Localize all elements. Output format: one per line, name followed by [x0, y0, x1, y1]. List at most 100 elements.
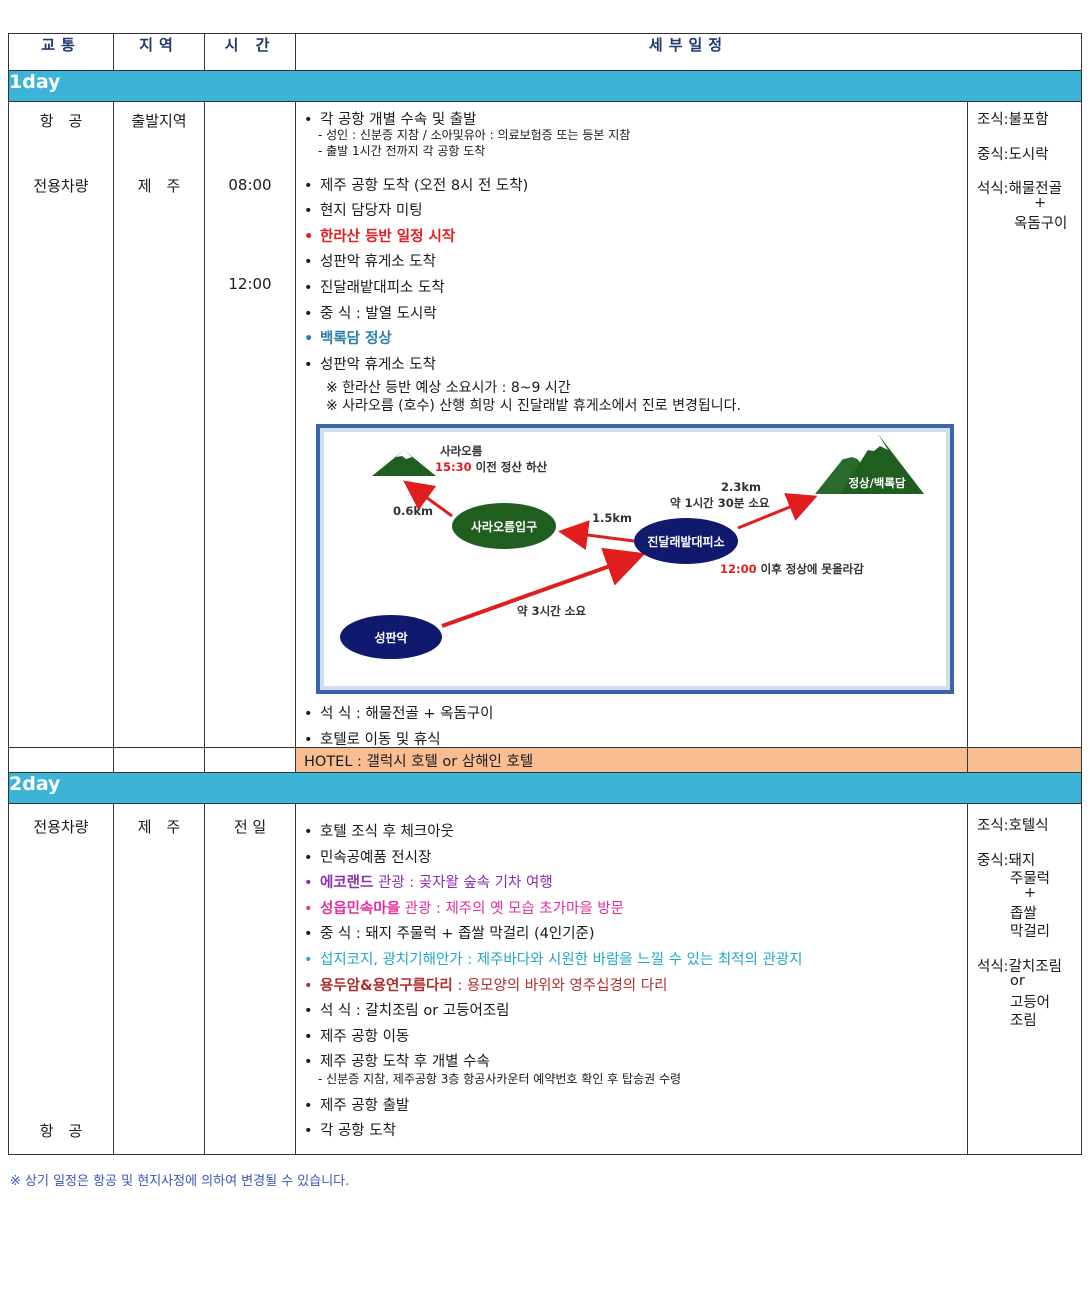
list-item: •성판악 휴게소 도착 — [304, 357, 436, 373]
day1-label: 1day — [7, 70, 1083, 102]
header-detail: 세부일정 — [294, 33, 1083, 71]
schedule-frame: 교통 지역 시 간 세부일정 1day 항 공 전용차량 출발지역 제 주 08… — [7, 33, 1083, 1155]
day1-detail-col: •각 공항 개별 수속 및 출발 - 성인 : 신분증 지참 / 소아및유아 :… — [295, 101, 968, 748]
list-item-yongduam: •용두암&용연구름다리 : 용모양의 바위와 영주십경의 다리 — [304, 978, 668, 994]
transport-air: 항 공 — [39, 1122, 83, 1140]
day1-transport-col: 항 공 전용차량 — [8, 101, 114, 748]
list-item: •호텔 조식 후 체크아웃 — [304, 824, 454, 840]
day1-meal-col: 조식:불포함 중식:도시락 석식:해물전골 + 옥돔구이 — [966, 101, 1083, 748]
footer-note: ※ 상기 일정은 항공 및 현지사정에 의하여 변경될 수 있습니다. — [10, 1174, 350, 1189]
sara-entrance-node — [452, 503, 556, 549]
region-jeju: 제 주 — [137, 177, 181, 195]
transport-air: 항 공 — [39, 112, 83, 130]
arrow-to-sara — [403, 480, 453, 518]
region-departure: 출발지역 — [131, 112, 187, 130]
day2-detail-col: •호텔 조식 후 체크아웃 •민속공예품 전시장 •에코랜드 관광 : 곶자왈 … — [295, 803, 968, 1155]
list-item: •각 공항 개별 수속 및 출발 — [304, 112, 477, 128]
label-time-3h: 약 3시간 소요 — [517, 604, 586, 618]
time-0800: 08:00 — [228, 176, 272, 194]
route-note: ※ 한라산 등반 예상 소요시가 : 8~9 시간 — [326, 380, 571, 396]
label-time-23: 약 1시간 30분 소요 — [670, 496, 770, 510]
sub-note: - 성인 : 신분증 지참 / 소아및유아 : 의료보험증 또는 등본 지참 — [318, 128, 631, 142]
route-map-svg: 사라오름입구 진달래밭대피소 성판악 정상/백록담 사라오름 15:30 이전 … — [340, 434, 924, 659]
label-dist-15: 1.5km — [592, 511, 632, 525]
label-summit: 정상/백록담 — [848, 476, 906, 490]
list-item: •민속공예품 전시장 — [304, 850, 432, 866]
list-item: •석 식 : 해물전골 + 옥돔구이 — [304, 706, 494, 722]
list-item: •진달래밭대피소 도착 — [304, 280, 445, 296]
transport-vehicle: 전용차량 — [33, 818, 89, 836]
meal-dinner-3: 조림 — [1010, 1013, 1037, 1029]
time-1200: 12:00 — [228, 275, 272, 293]
day2-region-col: 제 주 — [113, 803, 205, 1155]
day2-time-col: 전 일 — [204, 803, 296, 1155]
jindallae-node — [634, 518, 738, 564]
day2-label: 2day — [7, 772, 1083, 804]
list-item: •제주 공항 이동 — [304, 1029, 410, 1045]
arrow-to-jindallae — [441, 547, 646, 628]
arrow-to-sara-entrance — [558, 520, 635, 550]
region-jeju: 제 주 — [137, 818, 181, 836]
meal-breakfast: 조식:호텔식 — [977, 818, 1049, 834]
label-noon-cutoff: 12:00 이후 정상에 못올라감 — [720, 562, 864, 576]
list-item: •중 식 : 발열 도시락 — [304, 306, 437, 322]
label-sara-entrance: 사라오름입구 — [471, 519, 537, 534]
schedule-table: 교통 지역 시 간 세부일정 1day 항 공 전용차량 출발지역 제 주 08… — [7, 33, 1083, 1155]
list-item: •제주 공항 도착 후 개별 수속 — [304, 1054, 490, 1070]
label-jindallae: 진달래밭대피소 — [647, 534, 724, 549]
day2-transport-col: 전용차량 항 공 — [8, 803, 114, 1155]
day1-region-col: 출발지역 제 주 — [113, 101, 205, 748]
list-item-seopjikoji: •섭지코지, 광치기해안가 : 제주바다와 시원한 바람을 느낄 수 있는 최적… — [304, 952, 803, 968]
list-item: •각 공항 도착 — [304, 1123, 396, 1139]
list-item-seongeup: •성읍민속마을 관광 : 제주의 옛 모습 초가마을 방문 — [304, 901, 624, 917]
list-item: •호텔로 이동 및 휴식 — [304, 732, 441, 748]
hotel-row: HOTEL : 갤럭시 호텔 or 삼해인 호텔 — [8, 747, 1083, 773]
transport-vehicle: 전용차량 — [33, 177, 89, 195]
seongpanak-node — [340, 615, 442, 659]
meal-dinner: 석식:갈치조림 — [977, 959, 1062, 975]
label-seongpanak: 성판악 — [374, 630, 407, 645]
sub-note: - 출발 1시간 전까지 각 공항 도착 — [318, 144, 486, 158]
meal-dinner-2: 옥돔구이 — [1014, 216, 1068, 232]
meal-or: or — [1010, 973, 1025, 989]
meal-plus: + — [1024, 885, 1037, 901]
hotel-info: HOTEL : 갤럭시 호텔 or 삼해인 호텔 — [295, 747, 968, 773]
route-note: ※ 사라오름 (호수) 산행 희망 시 진달래밭 휴게소에서 진로 변경됩니다. — [326, 398, 741, 414]
list-item: •석 식 : 갈치조림 or 고등어조림 — [304, 1003, 510, 1019]
list-item: •제주 공항 도착 (오전 8시 전 도착) — [304, 178, 529, 194]
summit-mountain-icon — [815, 434, 924, 494]
day1-time-col: 08:00 12:00 — [204, 101, 296, 748]
list-item-summit: •백록담 정상 — [304, 331, 392, 347]
route-map: 사라오름입구 진달래밭대피소 성판악 정상/백록담 사라오름 15:30 이전 … — [316, 424, 954, 694]
day2-bar: 2day — [7, 772, 1083, 804]
day1-body: 항 공 전용차량 출발지역 제 주 08:00 12:00 •각 공항 개별 수… — [8, 101, 1083, 748]
header-region: 지역 — [113, 33, 205, 71]
header-transport: 교통 — [8, 33, 114, 71]
label-dist-06: 0.6km — [393, 504, 433, 518]
sara-mountain-icon — [372, 450, 436, 476]
meal-dinner: 석식:해물전골 — [977, 181, 1062, 197]
header-row: 교통 지역 시 간 세부일정 — [8, 33, 1083, 71]
label-sara-peak: 사라오름 — [440, 444, 483, 458]
label-dist-23: 2.3km — [721, 480, 761, 494]
meal-lunch-3: 좁쌀 — [1010, 906, 1037, 922]
arrow-to-summit — [737, 493, 818, 530]
meal-lunch-4: 막걸리 — [1010, 924, 1051, 940]
list-item-highlight: •한라산 등반 일정 시작 — [304, 229, 456, 245]
list-item: •중 식 : 돼지 주물럭 + 좁쌀 막걸리 (4인기준) — [304, 926, 595, 942]
list-item-ecoland: •에코랜드 관광 : 곶자왈 숲속 기차 여행 — [304, 875, 553, 891]
day1-bar: 1day — [7, 70, 1083, 102]
meal-lunch: 중식:도시락 — [977, 147, 1049, 163]
sub-note: - 신분증 지참, 제주공항 3층 항공사카운터 예약번호 확인 후 탑승권 수… — [318, 1072, 682, 1086]
time-allday: 전 일 — [233, 818, 267, 836]
meal-lunch-2: 주물럭 — [1010, 871, 1051, 887]
list-item: •현지 담당자 미팅 — [304, 203, 423, 219]
day2-meal-col: 조식:호텔식 중식:돼지 주물럭 + 좁쌀 막걸리 석식:갈치조림 or 고등어… — [966, 803, 1083, 1155]
meal-breakfast: 조식:불포함 — [977, 112, 1049, 128]
day2-body: 전용차량 항 공 제 주 전 일 •호텔 조식 후 체크아웃 •민속공예품 전시… — [8, 803, 1083, 1155]
header-time: 시 간 — [204, 33, 296, 71]
label-sara-descent: 15:30 이전 정산 하산 — [435, 460, 548, 474]
list-item: •제주 공항 출발 — [304, 1098, 410, 1114]
meal-plus: + — [1034, 195, 1047, 211]
list-item: •성판악 휴게소 도착 — [304, 254, 436, 270]
